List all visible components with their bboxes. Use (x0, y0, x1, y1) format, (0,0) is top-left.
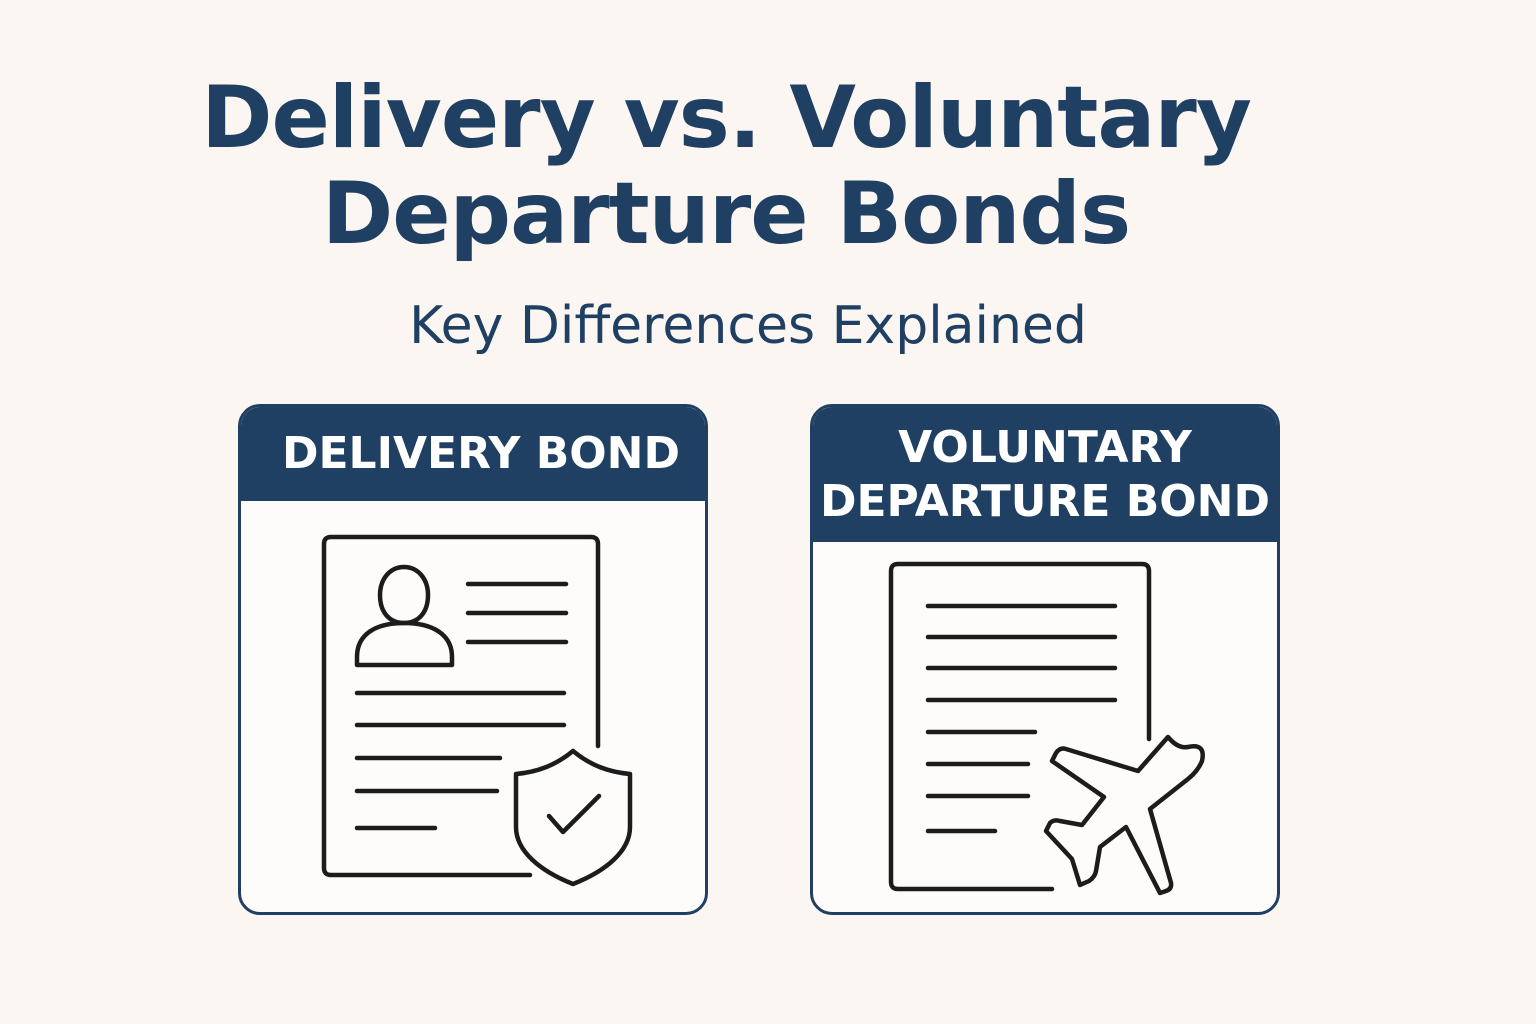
document-icon (888, 561, 1152, 892)
airplane-icon (1043, 734, 1205, 896)
delivery-bond-title: DELIVERY BOND (281, 428, 681, 479)
page-title-line-2: Departure Bonds (321, 164, 1131, 264)
delivery-bond-card-header: DELIVERY BOND (241, 407, 705, 501)
voluntary-departure-bond-illustration (888, 561, 1205, 896)
page-title: Delivery vs. Voluntary Departure Bonds (0, 70, 1452, 262)
page-title-line-1: Delivery vs. Voluntary (201, 68, 1252, 168)
voluntary-departure-bond-title-line-2: DEPARTURE BOND (819, 475, 1271, 527)
page-subtitle: Key Differences Explained (409, 296, 1087, 356)
person-icon (354, 564, 455, 668)
shield-check-icon (513, 748, 633, 887)
voluntary-departure-bond-card: VOLUNTARY DEPARTURE BOND (810, 404, 1280, 915)
document-icon (321, 534, 601, 878)
voluntary-departure-bond-title-line-1: VOLUNTARY (898, 421, 1192, 473)
delivery-bond-illustration (321, 534, 633, 887)
voluntary-departure-bond-card-header: VOLUNTARY DEPARTURE BOND (813, 407, 1277, 542)
delivery-bond-card: DELIVERY BOND (238, 404, 708, 915)
